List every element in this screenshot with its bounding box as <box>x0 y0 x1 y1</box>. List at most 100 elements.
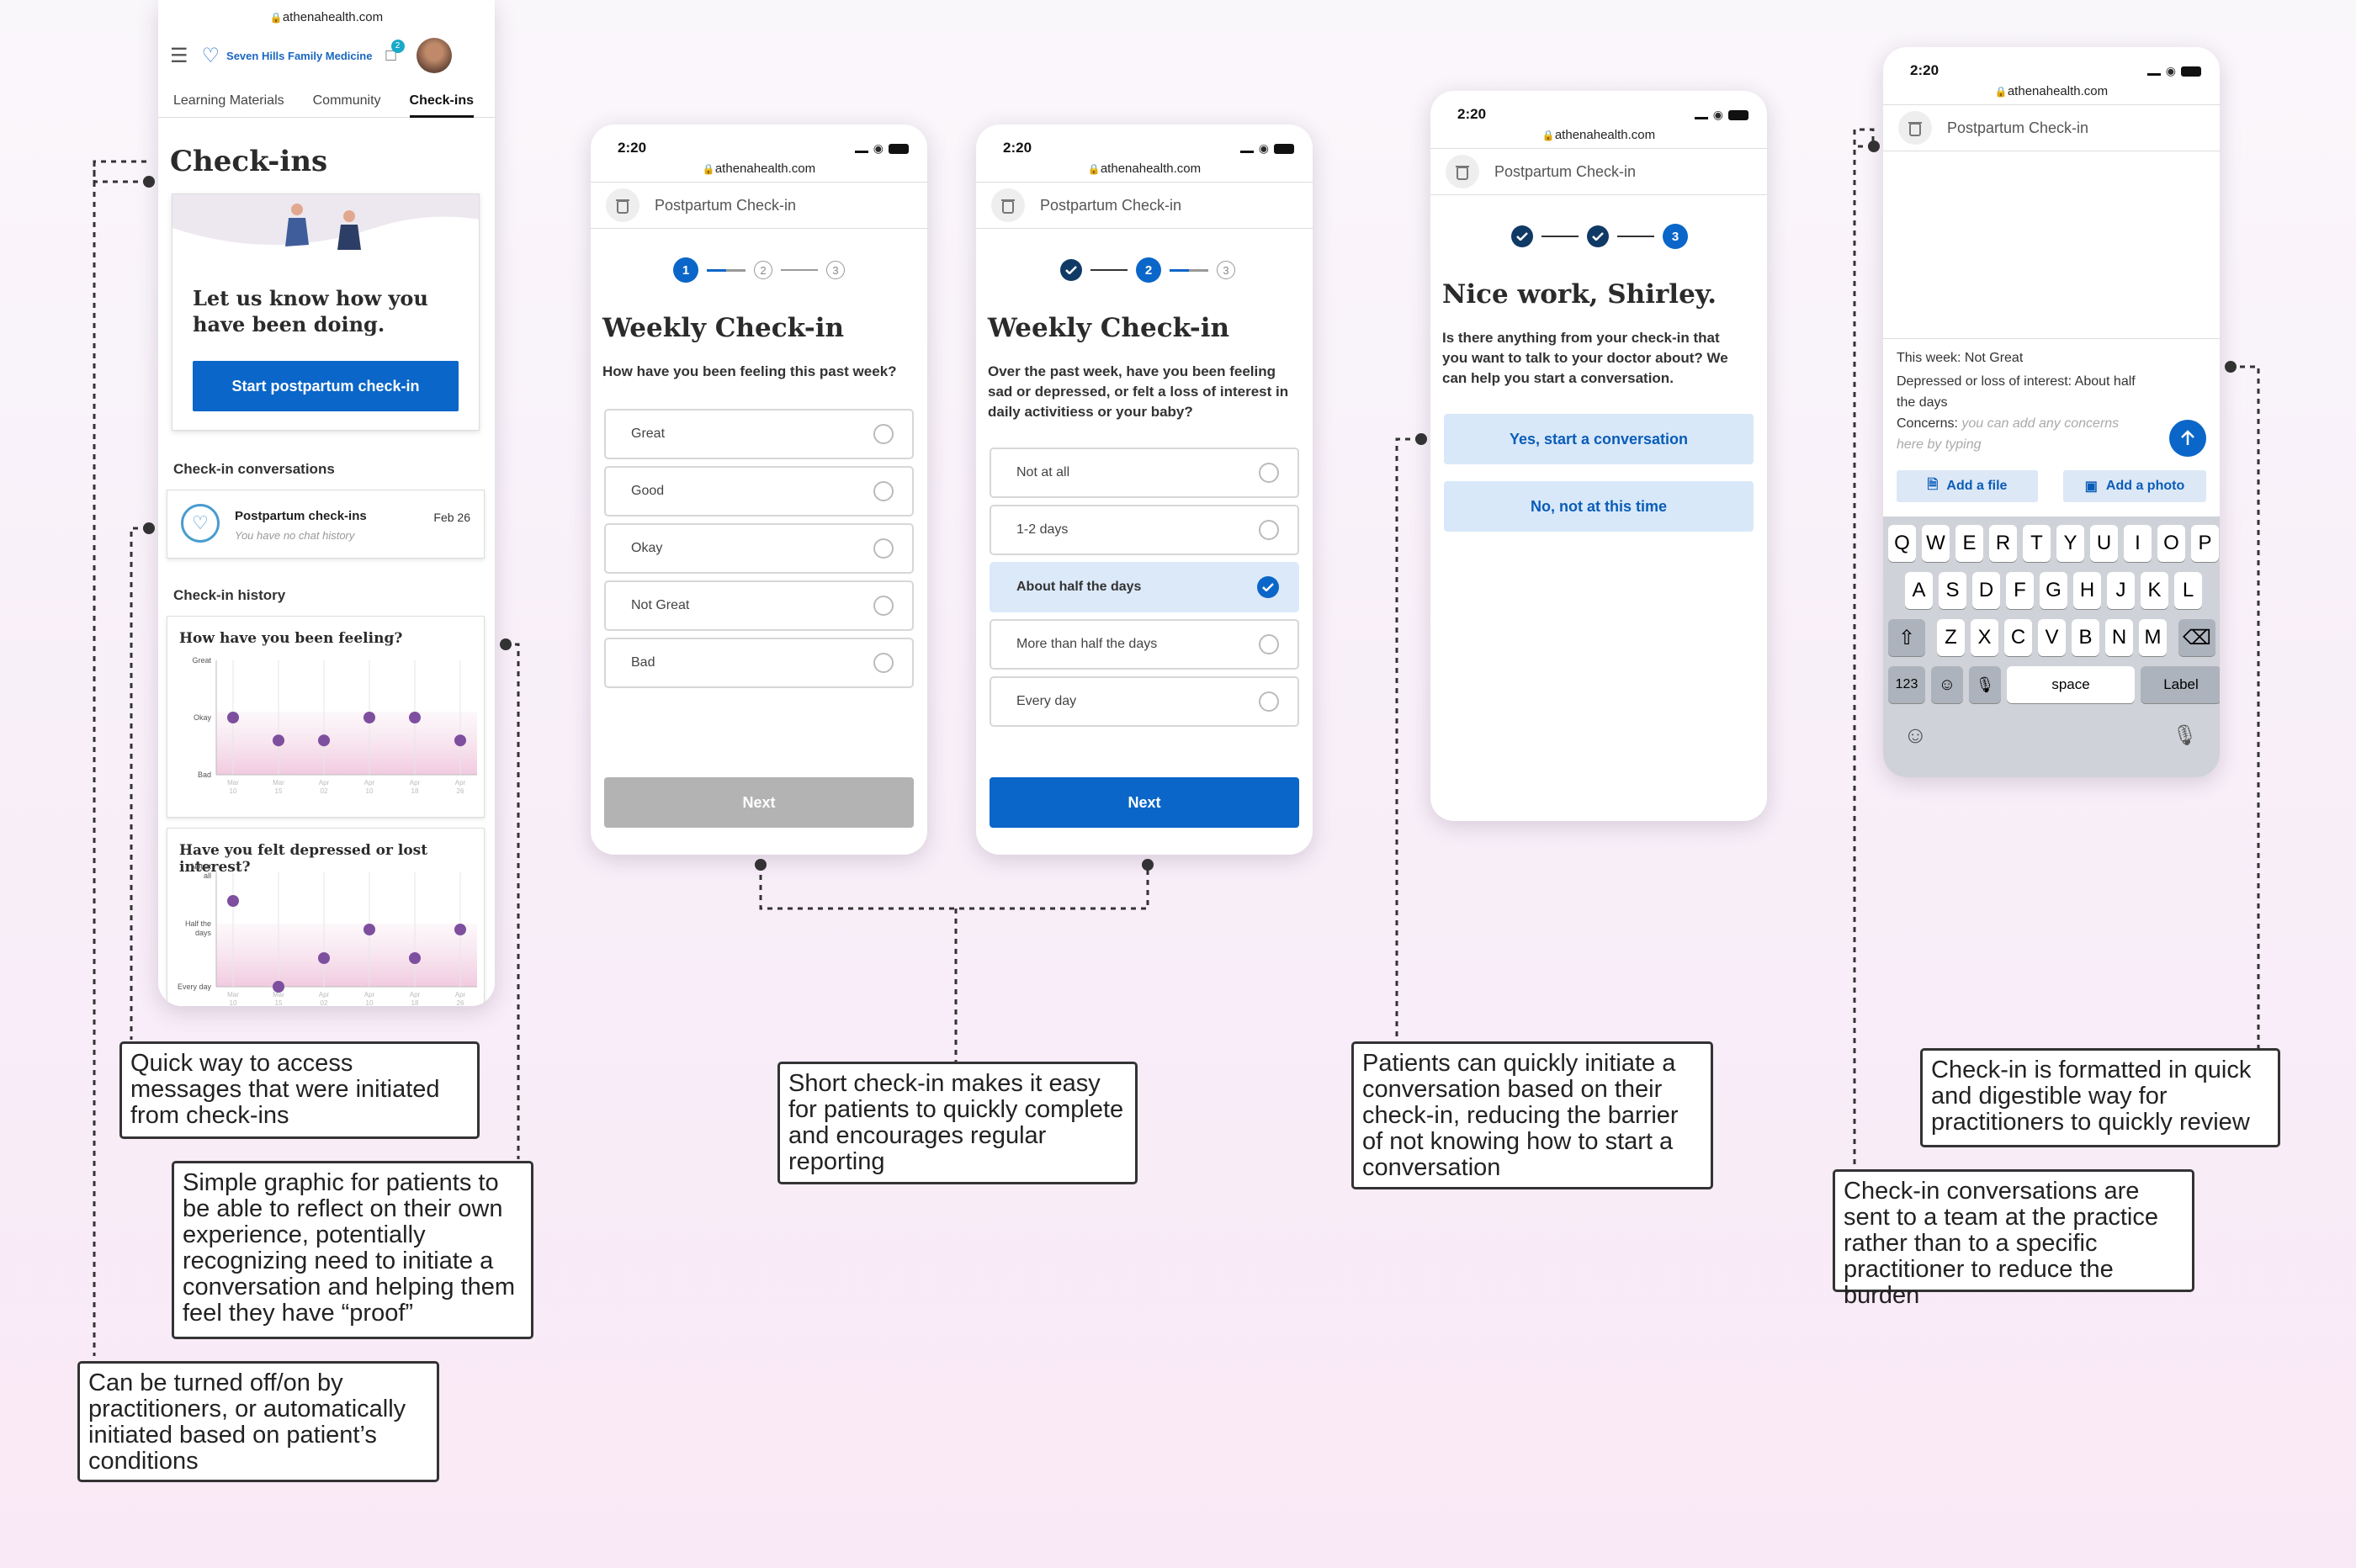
messages-icon[interactable]: □2 <box>385 39 405 66</box>
key-k[interactable]: K <box>2141 572 2168 609</box>
connector-dot <box>755 859 767 871</box>
emoji-key[interactable]: ☺ <box>1931 666 1963 703</box>
key-t[interactable]: T <box>2023 525 2051 562</box>
key-w[interactable]: W <box>1922 525 1950 562</box>
key-o[interactable]: O <box>2157 525 2185 562</box>
option-every-day[interactable]: Every day <box>990 676 1299 727</box>
key-p[interactable]: P <box>2191 525 2219 562</box>
option-label: About half the days <box>1016 580 1142 594</box>
phone-checkin-complete: 2:20 ◉ 🔒athenahealth.com Postpartum Chec… <box>1430 91 1767 821</box>
menu-icon[interactable]: ☰ <box>170 44 188 67</box>
radio-button[interactable] <box>873 653 894 673</box>
key-j[interactable]: J <box>2107 572 2135 609</box>
trash-icon[interactable] <box>991 188 1025 222</box>
label-key[interactable]: Label <box>2141 666 2220 703</box>
mic-key[interactable]: 🎙 <box>1969 666 2001 703</box>
radio-button[interactable] <box>1259 634 1279 654</box>
option-label: Good <box>631 484 665 498</box>
add-photo-button[interactable]: ▣Add a photo <box>2063 470 2206 502</box>
backspace-key[interactable]: ⌫ <box>2178 619 2215 656</box>
checkmark-icon[interactable] <box>1257 576 1279 598</box>
key-u[interactable]: U <box>2090 525 2118 562</box>
completion-title: Nice work, Shirley. <box>1442 279 1717 310</box>
radio-button[interactable] <box>873 538 894 559</box>
x-tick-label: Apr <box>455 991 466 999</box>
progress-stepper: 3 <box>1511 224 1688 249</box>
data-point <box>318 734 330 747</box>
option-not-at-all[interactable]: Not at all <box>990 448 1299 498</box>
start-conversation-button[interactable]: Yes, start a conversation <box>1444 414 1754 464</box>
x-tick-label: 26 <box>457 999 464 1006</box>
add-file-button[interactable]: 🗎Add a file <box>1897 470 2038 502</box>
key-g[interactable]: G <box>2040 572 2067 609</box>
option-bad[interactable]: Bad <box>604 638 914 688</box>
avatar[interactable] <box>416 38 452 73</box>
start-checkin-button[interactable]: Start postpartum check-in <box>193 361 459 411</box>
trash-icon[interactable] <box>1446 155 1479 188</box>
key-i[interactable]: I <box>2124 525 2152 562</box>
data-point <box>363 924 375 935</box>
status-time: 2:20 <box>618 140 647 156</box>
decline-conversation-button[interactable]: No, not at this time <box>1444 481 1754 532</box>
key-s[interactable]: S <box>1939 572 1966 609</box>
url-bar: 🔒athenahealth.com <box>1087 162 1202 176</box>
shift-key[interactable]: ⇧ <box>1888 619 1925 656</box>
trash-icon[interactable] <box>1898 111 1932 145</box>
nav-tabs: Learning Materials Community Check-ins <box>158 84 495 118</box>
tab-check-ins[interactable]: Check-ins <box>409 93 474 118</box>
send-icon[interactable] <box>2169 420 2206 457</box>
next-button[interactable]: Next <box>990 777 1299 828</box>
key-n[interactable]: N <box>2105 619 2133 656</box>
numbers-key[interactable]: 123 <box>1888 666 1925 703</box>
step-upcoming: 3 <box>826 261 845 279</box>
history-heading: Check-in history <box>173 587 286 603</box>
key-q[interactable]: Q <box>1888 525 1916 562</box>
compose-area[interactable]: This week: Not Great Depressed or loss o… <box>1883 338 2220 516</box>
key-x[interactable]: X <box>1971 619 1998 656</box>
option-label: Bad <box>631 655 655 670</box>
next-button-disabled[interactable]: Next <box>604 777 914 828</box>
url-bar: 🔒athenahealth.com <box>1541 128 1656 142</box>
radio-button[interactable] <box>1259 691 1279 712</box>
trash-icon[interactable] <box>606 188 639 222</box>
key-f[interactable]: F <box>2006 572 2034 609</box>
emoji-icon[interactable]: ☺ <box>1903 722 1928 748</box>
data-point <box>227 712 239 723</box>
radio-button[interactable] <box>1259 520 1279 540</box>
space-key[interactable]: space <box>2007 666 2135 703</box>
key-a[interactable]: A <box>1905 572 1933 609</box>
key-h[interactable]: H <box>2073 572 2101 609</box>
connector-dot <box>2225 361 2237 373</box>
key-c[interactable]: C <box>2004 619 2032 656</box>
microphone-icon[interactable]: 🎙 <box>2172 724 2198 747</box>
tab-community[interactable]: Community <box>312 93 381 108</box>
radio-button[interactable] <box>1259 463 1279 483</box>
radio-button[interactable] <box>873 596 894 616</box>
progress-stepper: 2 3 <box>1060 257 1235 283</box>
key-r[interactable]: R <box>1989 525 2017 562</box>
option-good[interactable]: Good <box>604 466 914 516</box>
option-great[interactable]: Great <box>604 409 914 459</box>
key-m[interactable]: M <box>2139 619 2167 656</box>
concerns-label: Concerns: <box>1897 416 1958 431</box>
radio-button[interactable] <box>873 481 894 501</box>
option-about-half-selected[interactable]: About half the days <box>990 562 1299 612</box>
key-y[interactable]: Y <box>2056 525 2084 562</box>
add-file-label: Add a file <box>1946 479 2008 493</box>
radio-button[interactable] <box>873 424 894 444</box>
key-l[interactable]: L <box>2174 572 2202 609</box>
page-title: Check-ins <box>170 145 328 178</box>
key-v[interactable]: V <box>2038 619 2066 656</box>
key-z[interactable]: Z <box>1937 619 1965 656</box>
key-d[interactable]: D <box>1972 572 2000 609</box>
option-1-2-days[interactable]: 1-2 days <box>990 505 1299 555</box>
option-not-great[interactable]: Not Great <box>604 580 914 631</box>
data-point <box>227 895 239 907</box>
key-b[interactable]: B <box>2072 619 2099 656</box>
conversation-row[interactable]: ♡ Postpartum check-ins Feb 26 You have n… <box>167 490 485 559</box>
tab-learning-materials[interactable]: Learning Materials <box>173 93 284 108</box>
key-e[interactable]: E <box>1955 525 1983 562</box>
connector-dot <box>143 176 155 188</box>
option-more-than-half[interactable]: More than half the days <box>990 619 1299 670</box>
option-okay[interactable]: Okay <box>604 523 914 574</box>
